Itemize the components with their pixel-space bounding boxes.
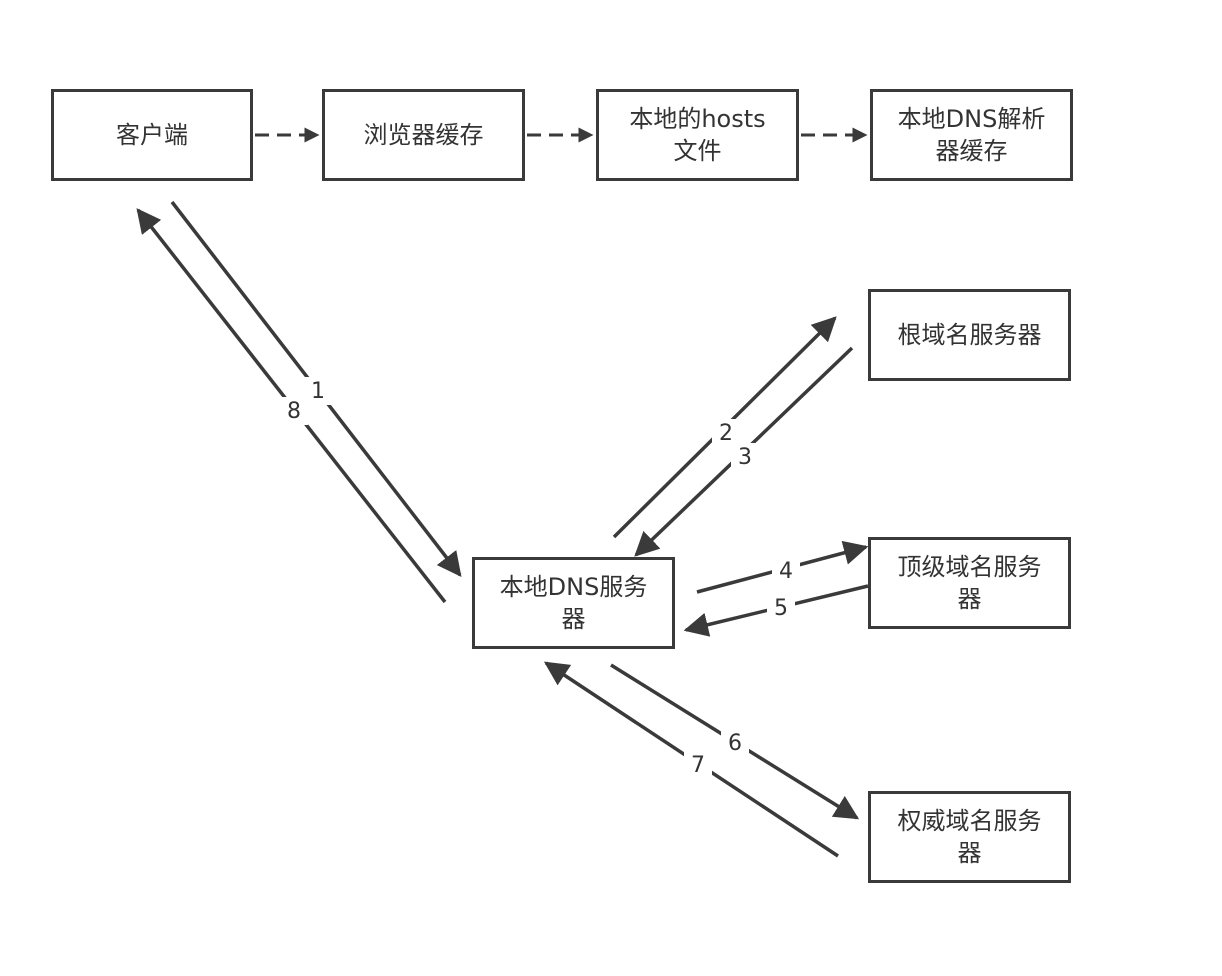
edge-label-4: 4 — [772, 557, 800, 585]
node-hosts-file: 本地的hosts文件 — [596, 89, 799, 181]
edge-label-7: 7 — [684, 751, 712, 779]
edge-label-3: 3 — [731, 443, 759, 471]
node-client-label: 客户端 — [116, 121, 188, 149]
node-hosts-file-label: 本地的hosts文件 — [629, 105, 766, 165]
node-client: 客户端 — [51, 89, 253, 181]
node-resolver-cache: 本地DNS解析器缓存 — [870, 89, 1073, 181]
node-local-dns: 本地DNS服务器 — [472, 557, 675, 649]
node-tld-dns: 顶级域名服务器 — [868, 537, 1071, 629]
node-auth-dns-label: 权威域名服务器 — [897, 807, 1042, 867]
edge-label-6: 6 — [721, 729, 749, 757]
node-local-dns-label: 本地DNS服务器 — [499, 573, 648, 633]
node-browser-cache-label: 浏览器缓存 — [363, 121, 484, 149]
node-resolver-cache-label: 本地DNS解析器缓存 — [897, 105, 1046, 165]
node-browser-cache: 浏览器缓存 — [322, 89, 525, 181]
edge-label-2: 2 — [712, 419, 740, 447]
edge-label-1: 1 — [304, 377, 332, 405]
node-tld-dns-label: 顶级域名服务器 — [897, 553, 1042, 613]
node-root-dns-label: 根域名服务器 — [897, 321, 1042, 349]
node-auth-dns: 权威域名服务器 — [868, 791, 1071, 883]
edge-label-8: 8 — [280, 397, 308, 425]
node-root-dns: 根域名服务器 — [868, 289, 1071, 381]
edge-label-5: 5 — [767, 594, 795, 622]
